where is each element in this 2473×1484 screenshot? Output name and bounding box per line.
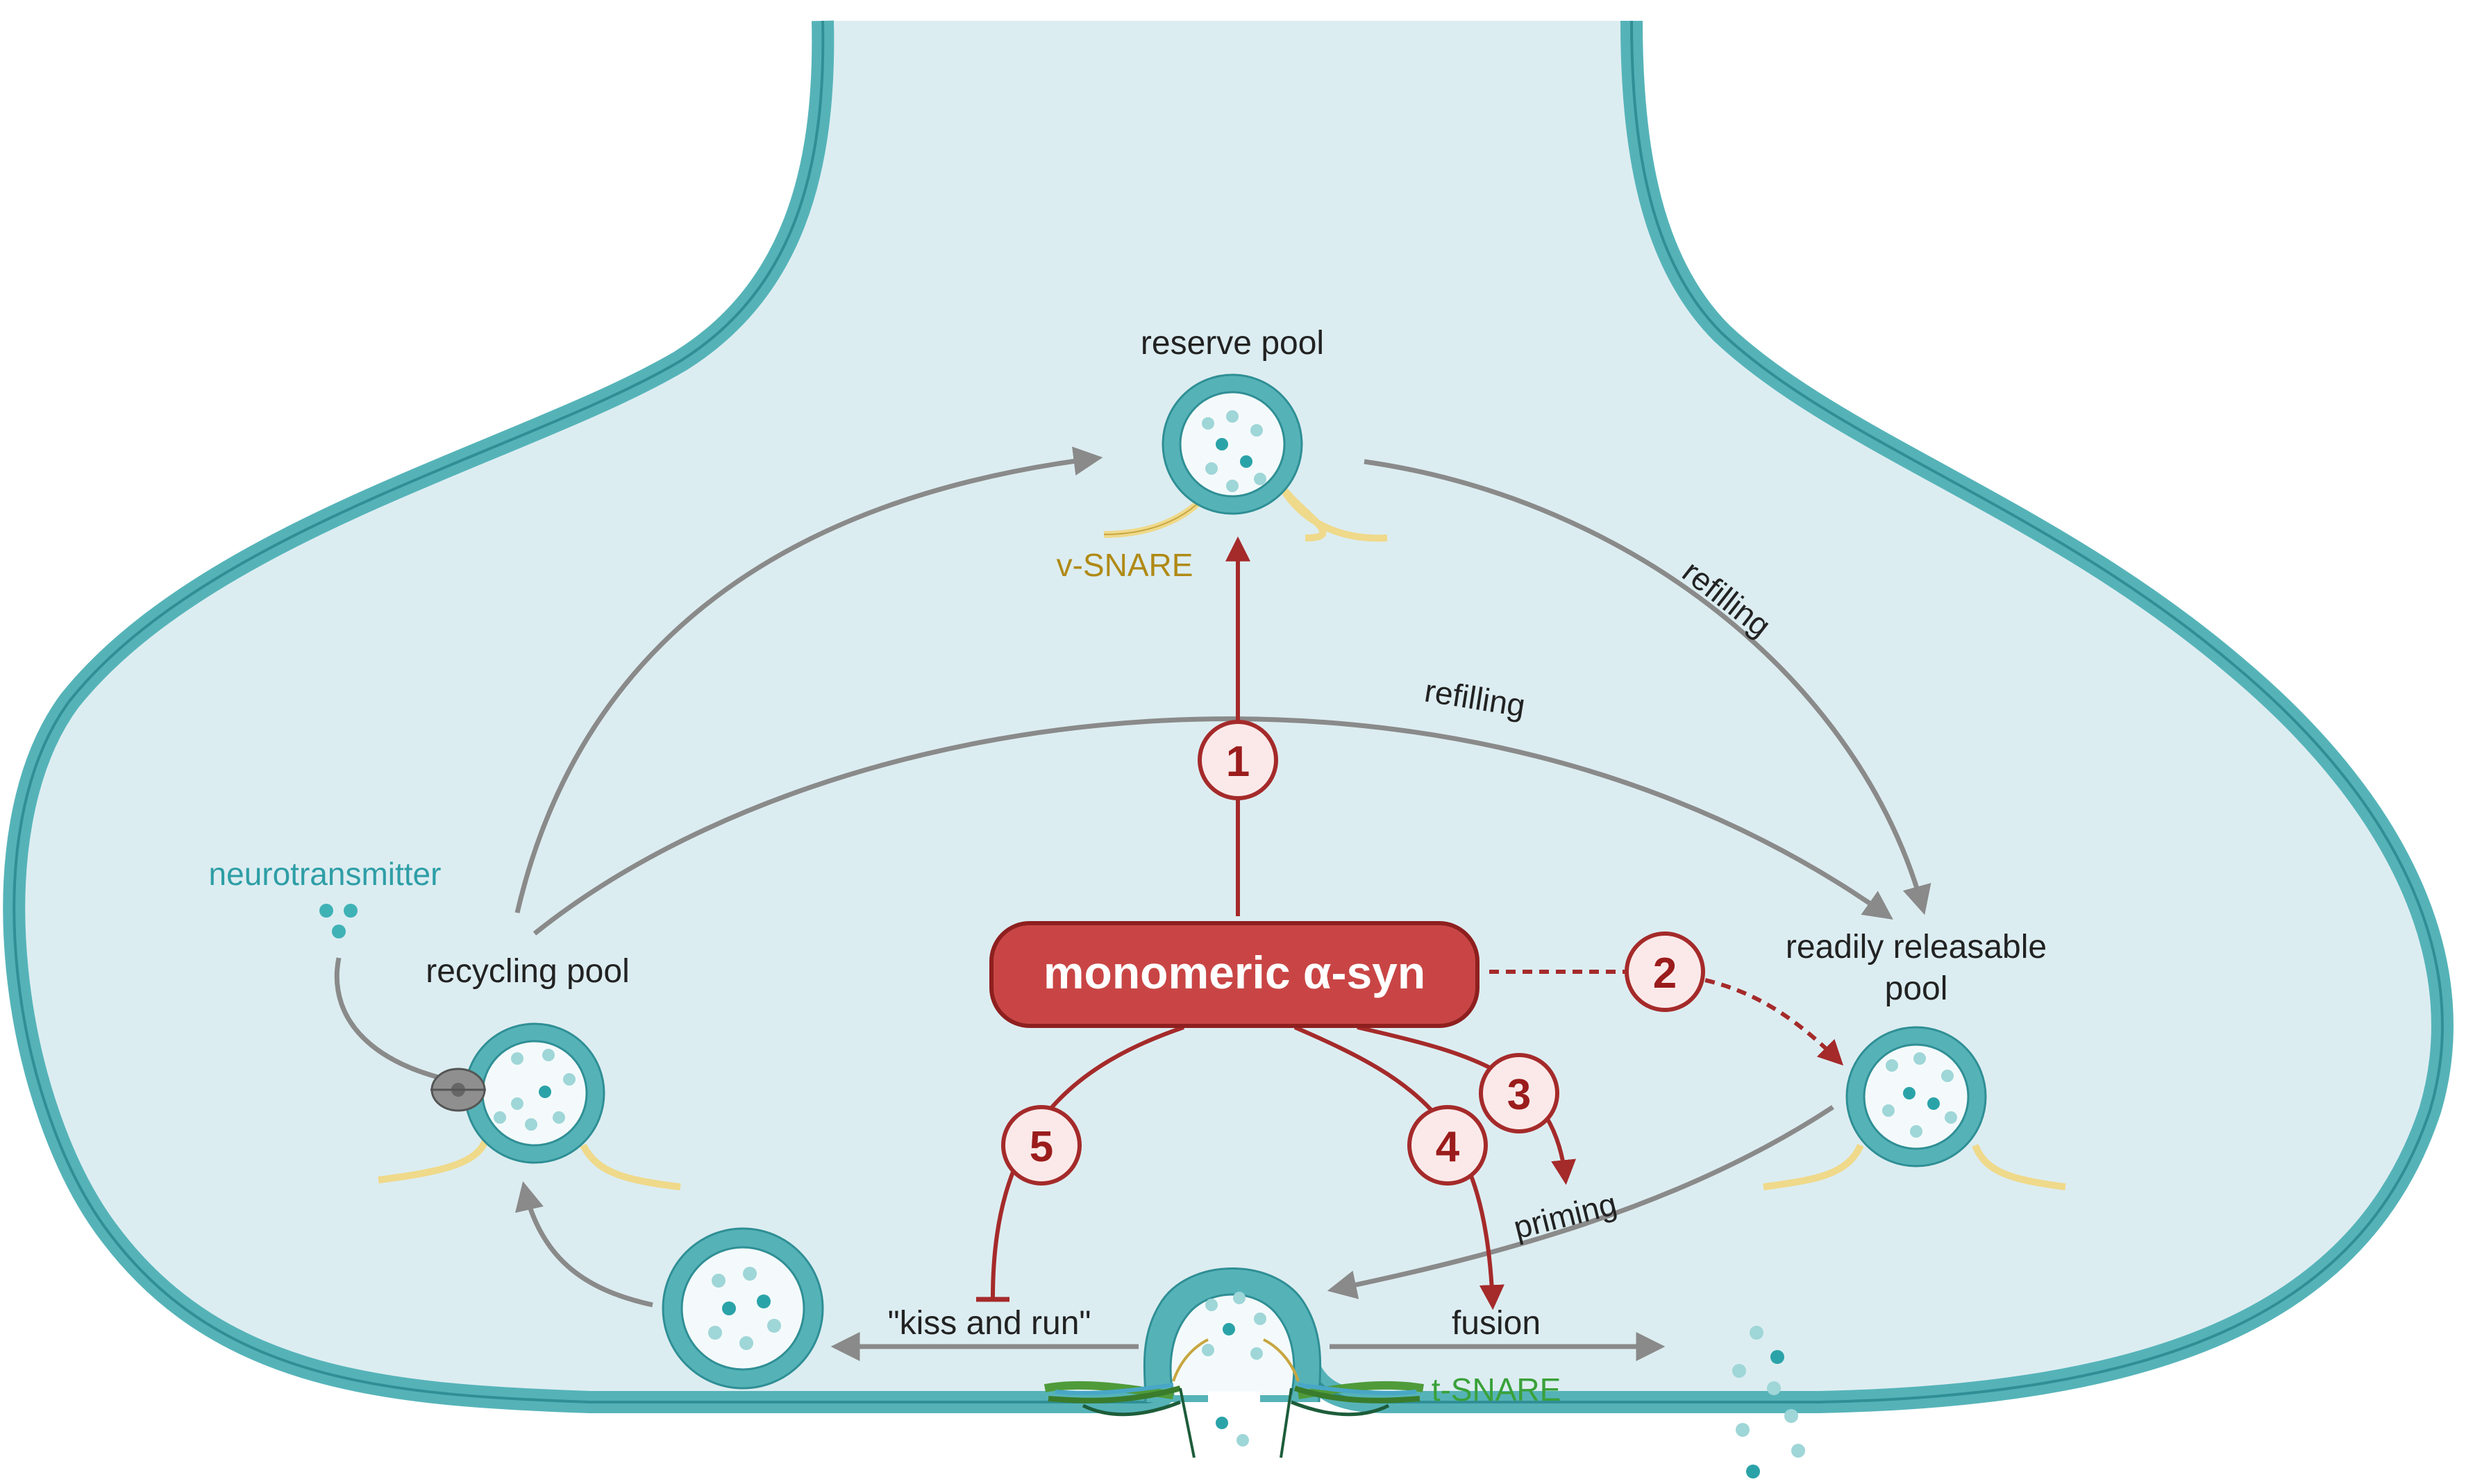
center-node: monomeric α-syn (989, 921, 1479, 1028)
svg-text:3: 3 (1507, 1071, 1531, 1119)
docked-vesicle (1143, 1267, 1322, 1447)
arrow-rrp-to-docked (1327, 1105, 1834, 1299)
svg-text:1: 1 (1226, 738, 1250, 786)
label-recycling-pool: recycling pool (426, 953, 629, 990)
step-badge-5: 5 (1001, 1105, 1082, 1186)
center-node-label: monomeric α-syn (1043, 947, 1425, 998)
label-t-snare: t-SNARE (1432, 1372, 1561, 1408)
step-badge-1: 1 (1198, 720, 1278, 800)
arrow-endocytic-to-recycling (514, 1181, 653, 1308)
arrow-reserve-to-rrp (1364, 459, 1931, 916)
step-badge-2: 2 (1625, 931, 1705, 1012)
neurotransmitter-icon (319, 904, 358, 938)
label-fusion: fusion (1452, 1305, 1541, 1342)
svg-text:4: 4 (1436, 1123, 1460, 1171)
presynaptic-terminal (3, 20, 2454, 1413)
released-neurotransmitter (1732, 1326, 1805, 1478)
reserve-pool-vesicle (1103, 373, 1388, 542)
label-reserve-pool: reserve pool (1141, 325, 1324, 362)
label-rrp-line1: readily releasable (1786, 929, 2047, 966)
arrow-recycling-to-rrp (533, 716, 1893, 936)
svg-text:5: 5 (1030, 1123, 1053, 1171)
label-neurotransmitter: neurotransmitter (209, 856, 442, 892)
arrow-step2 (1489, 970, 1844, 1066)
label-kiss-and-run: "kiss and run" (888, 1305, 1091, 1342)
svg-text:2: 2 (1653, 950, 1677, 997)
step-badge-3: 3 (1479, 1053, 1559, 1133)
transporter-icon (430, 1068, 486, 1112)
label-rrp-line2: pool (1885, 970, 1948, 1007)
arrow-recycling-to-reserve (514, 446, 1103, 913)
label-v-snare: v-SNARE (1057, 547, 1193, 583)
t-snare-complex (1043, 1338, 1424, 1458)
endocytic-vesicle (662, 1227, 824, 1390)
rrp-vesicle (1763, 1026, 2066, 1190)
step-badge-4: 4 (1407, 1105, 1488, 1186)
